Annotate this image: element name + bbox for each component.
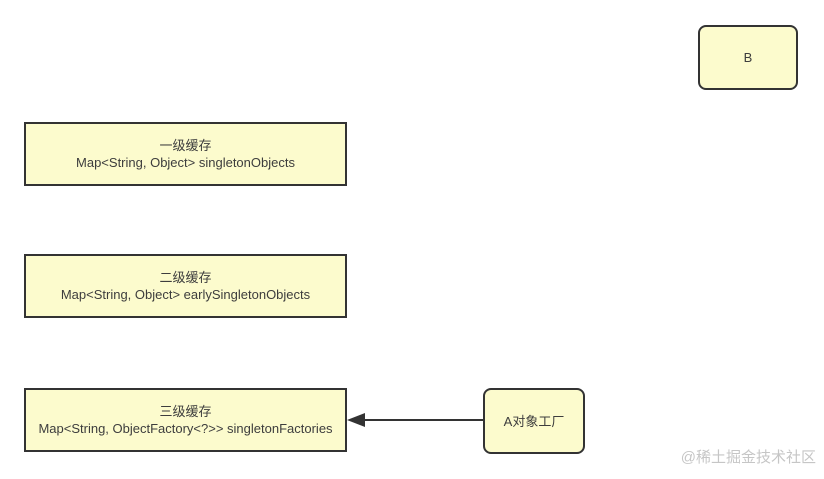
node-a-object-factory: A对象工厂 [483, 388, 585, 454]
node-a-object-factory-label: A对象工厂 [503, 413, 565, 429]
watermark: @稀土掘金技术社区 [680, 449, 816, 466]
node-level3-cache: 三级缓存 Map<String, ObjectFactory<?>> singl… [24, 388, 347, 452]
arrow-left-head-icon [347, 413, 365, 427]
node-level1-subtitle: Map<String, Object> singletonObjects [76, 155, 295, 170]
node-level3-subtitle: Map<String, ObjectFactory<?>> singletonF… [38, 421, 333, 436]
node-level2-cache: 二级缓存 Map<String, Object> earlySingletonO… [24, 254, 347, 318]
node-level3-title: 三级缓存 [159, 404, 212, 419]
node-level1-title: 一级缓存 [159, 138, 212, 153]
node-level1-cache: 一级缓存 Map<String, Object> singletonObject… [24, 122, 347, 186]
node-level2-subtitle: Map<String, Object> earlySingletonObject… [60, 287, 311, 302]
node-level2-title: 二级缓存 [159, 270, 212, 285]
node-b-label: B [743, 50, 753, 65]
node-b: B [698, 25, 798, 90]
arrow-factory-to-level3-line [362, 419, 484, 421]
